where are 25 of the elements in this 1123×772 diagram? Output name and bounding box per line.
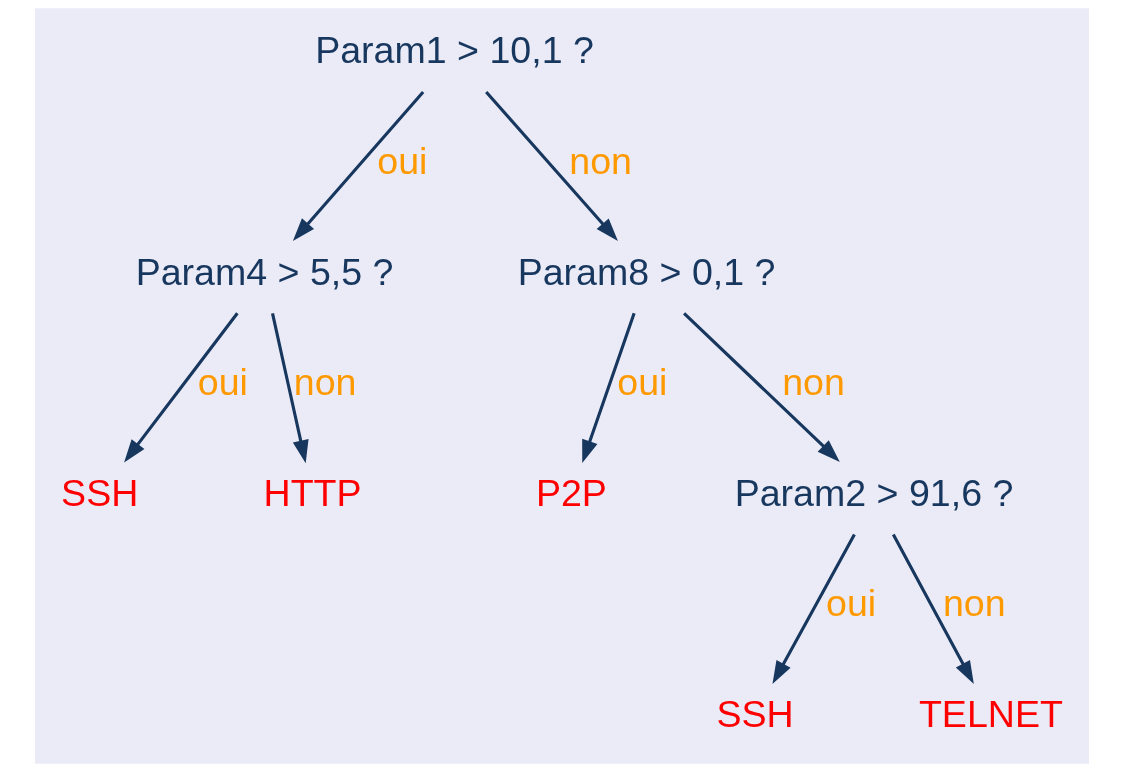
arrow <box>484 91 618 241</box>
arrow <box>270 312 309 464</box>
edge-label: non <box>942 582 1006 625</box>
arrow <box>771 533 856 685</box>
arrow <box>682 312 840 462</box>
node-text: HTTP <box>263 471 362 514</box>
edge-label: oui <box>825 582 876 625</box>
node-text: Param4 > 5,5 ? <box>135 250 393 293</box>
arrow <box>292 91 424 241</box>
edge-label: non <box>568 139 632 182</box>
arrow <box>581 312 636 464</box>
node-text: Param8 > 0,1 ? <box>517 250 775 293</box>
node-text: TELNET <box>918 693 1063 736</box>
node-text: Param1 > 10,1 ? <box>314 29 594 72</box>
node-text: SSH <box>60 471 138 514</box>
edge-label: oui <box>616 361 667 404</box>
arrow <box>891 533 974 685</box>
arrow <box>123 312 239 463</box>
node-text: Param2 > 91,6 ? <box>734 471 1013 514</box>
edge-label: non <box>781 361 845 404</box>
edge-label: non <box>293 361 356 404</box>
node-text: P2P <box>535 471 607 514</box>
edge-label: oui <box>376 139 427 182</box>
node-text: SSH <box>715 693 794 736</box>
edge-label: oui <box>197 361 248 404</box>
